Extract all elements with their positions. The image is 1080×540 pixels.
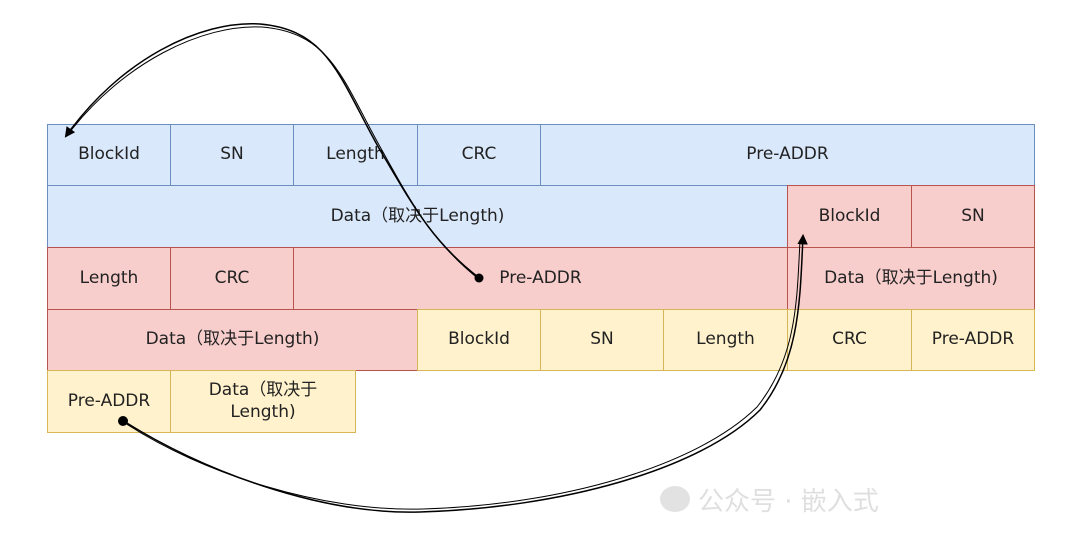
row4-length-cell: Length bbox=[663, 309, 788, 371]
row4-data-cell: Data（取决于Length) bbox=[47, 309, 418, 371]
row4-preaddr-cell: Pre-ADDR bbox=[911, 309, 1035, 371]
row1-preaddr-cell: Pre-ADDR bbox=[540, 124, 1035, 186]
row3-preaddr-cell: Pre-ADDR bbox=[293, 247, 788, 310]
watermark-text: 公众号 · 嵌入式 bbox=[698, 486, 879, 517]
row3-data-cell: Data（取决于Length) bbox=[787, 247, 1035, 310]
row1-sn-cell: SN bbox=[170, 124, 294, 186]
row2-data-cell: Data（取决于Length) bbox=[47, 185, 788, 248]
row1-blockid-cell: BlockId bbox=[47, 124, 171, 186]
row4-sn-cell: SN bbox=[540, 309, 664, 371]
row4-crc-cell: CRC bbox=[787, 309, 912, 371]
row4-blockid-cell: BlockId bbox=[417, 309, 541, 371]
row1-crc-cell: CRC bbox=[417, 124, 541, 186]
row5-data-cell: Data（取决于 Length) bbox=[170, 370, 356, 433]
row2-sn-cell: SN bbox=[911, 185, 1035, 248]
row3-crc-cell: CRC bbox=[170, 247, 294, 310]
wechat-icon bbox=[660, 486, 690, 512]
row3-length-cell: Length bbox=[47, 247, 171, 310]
row5-preaddr-cell: Pre-ADDR bbox=[47, 370, 171, 433]
row1-length-cell: Length bbox=[293, 124, 418, 186]
watermark: 公众号 · 嵌入式 bbox=[660, 478, 1060, 520]
row2-blockid-cell: BlockId bbox=[787, 185, 912, 248]
